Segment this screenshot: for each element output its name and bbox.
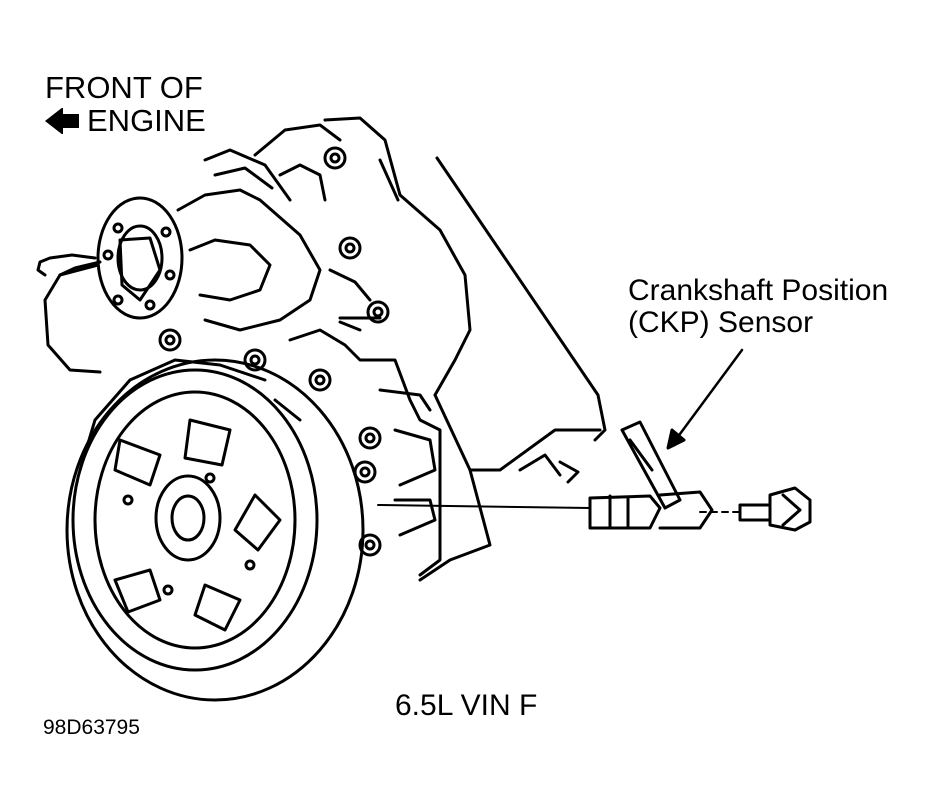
ckp-label-line1: Crankshaft Position <box>628 274 889 307</box>
ckp-label-line2: (CKP) Sensor <box>628 305 814 339</box>
figure-id: 98D63795 <box>43 716 140 739</box>
harmonic-balancer <box>65 358 365 702</box>
timing-cover-bolts <box>158 146 390 557</box>
ckp-sensor-label: Crankshaft Position (CKP) Sensor <box>628 275 888 338</box>
engine-block-outline <box>323 116 607 582</box>
ckp-sensor <box>377 420 812 532</box>
engine-caption: 6.5L VIN F <box>395 689 538 722</box>
timing-cover <box>288 268 442 577</box>
front-of-engine-label: FRONT OF ENGINE <box>45 70 206 138</box>
ckp-leader <box>666 348 744 450</box>
arrow-left-icon <box>45 108 79 134</box>
front-of-engine-line1: FRONT OF <box>45 70 203 105</box>
water-pump <box>36 123 342 374</box>
front-of-engine-line2: ENGINE <box>87 102 206 138</box>
